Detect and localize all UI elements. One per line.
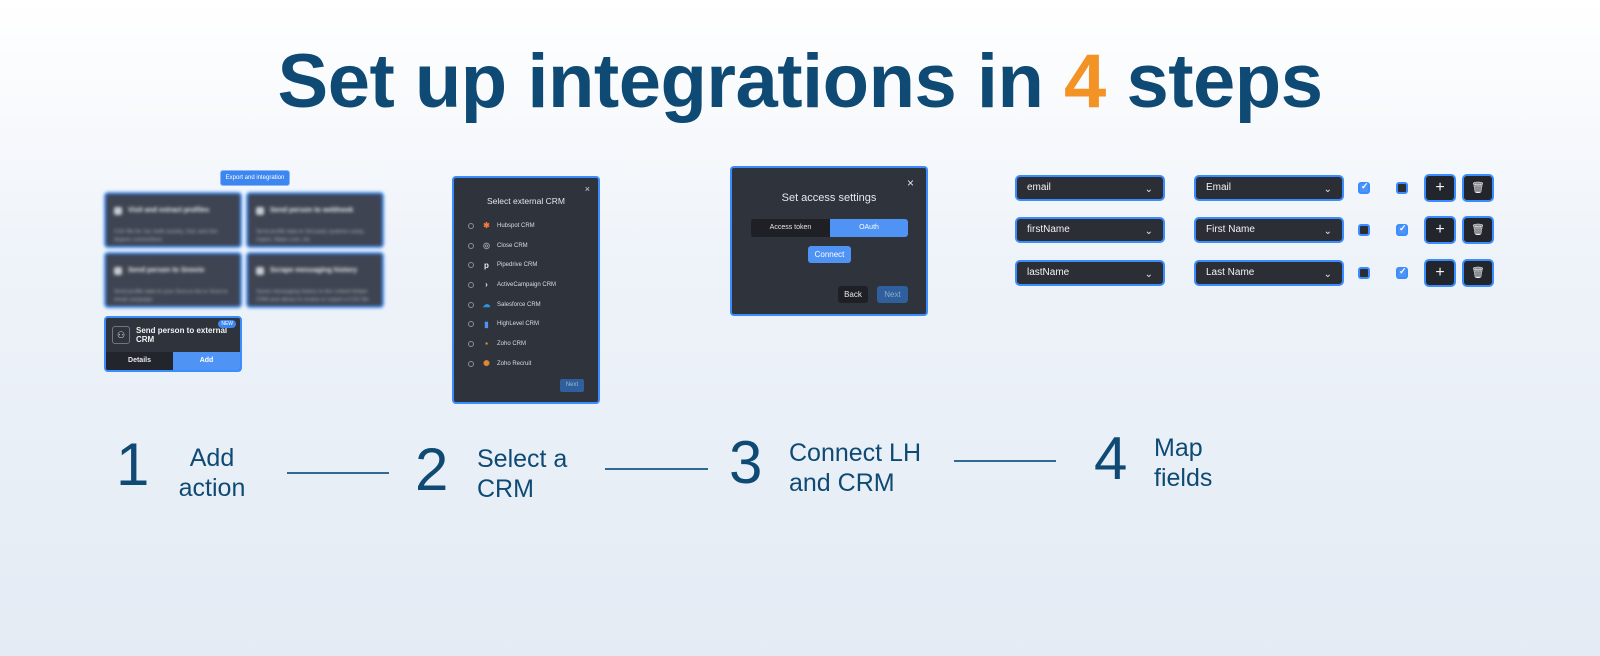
step-number-3: 3 <box>729 429 763 496</box>
zoho-recruit-logo-icon: ✺ <box>483 359 490 369</box>
people-icon: ⚇ <box>112 326 130 344</box>
actions-panel: Export and integration Visit and extract… <box>104 168 390 380</box>
target-field-select[interactable]: Last Name⌄ <box>1194 260 1344 286</box>
chevron-down-icon: ⌄ <box>1144 269 1153 280</box>
dialog-title: Select external CRM <box>487 196 565 206</box>
step-count-highlight: 4 <box>1064 39 1106 124</box>
source-field-select[interactable]: firstName⌄ <box>1015 217 1165 243</box>
action-card-webhook[interactable]: Send person to webhook Send profile data… <box>246 192 384 248</box>
crm-option-hubspot[interactable]: ✱Hubspot CRM <box>468 216 556 236</box>
checkbox-2[interactable] <box>1396 182 1408 194</box>
connect-button[interactable]: Connect <box>808 246 851 263</box>
source-field-select[interactable]: lastName⌄ <box>1015 260 1165 286</box>
checkbox-1[interactable] <box>1358 181 1370 194</box>
radio-button[interactable] <box>468 262 474 269</box>
source-field-select[interactable]: email⌄ <box>1015 175 1165 201</box>
webhook-icon <box>256 206 264 215</box>
person-icon <box>114 266 122 275</box>
mapping-row: email⌄ Email⌄ + 🗑 <box>1015 174 1495 202</box>
step-connector <box>605 468 708 470</box>
step-connector <box>954 460 1056 462</box>
hubspot-logo-icon: ✱ <box>483 221 490 231</box>
step-connector <box>287 472 389 474</box>
delete-row-button[interactable]: 🗑 <box>1462 259 1494 287</box>
step-number-4: 4 <box>1094 425 1128 492</box>
step-number-1: 1 <box>116 431 150 498</box>
radio-button[interactable] <box>468 242 474 249</box>
mapping-row: lastName⌄ Last Name⌄ + 🗑 <box>1015 259 1495 287</box>
access-settings-dialog: × Set access settings Access token OAuth… <box>730 166 928 316</box>
close-crm-logo-icon: ◎ <box>483 241 490 251</box>
select-crm-dialog: × Select external CRM ✱Hubspot CRM ◎Clos… <box>452 176 600 404</box>
chevron-down-icon: ⌄ <box>1323 226 1332 237</box>
activecampaign-logo-icon: › <box>485 280 488 290</box>
add-row-button[interactable]: + <box>1424 174 1456 202</box>
auth-method-toggle: Access token OAuth <box>751 219 908 237</box>
action-card-scrape-messages[interactable]: Scrape messaging history Saves messaging… <box>246 252 384 308</box>
chevron-down-icon: ⌄ <box>1144 226 1153 237</box>
checkbox-2[interactable] <box>1396 266 1408 279</box>
target-field-select[interactable]: Email⌄ <box>1194 175 1344 201</box>
radio-button[interactable] <box>468 340 474 347</box>
crm-option-activecampaign[interactable]: ›ActiveCampaign CRM <box>468 275 556 295</box>
radio-button[interactable] <box>468 321 474 328</box>
radio-button[interactable] <box>468 360 474 367</box>
tab-access-token[interactable]: Access token <box>769 224 812 231</box>
back-button[interactable]: Back <box>838 286 868 303</box>
dialog-title: Set access settings <box>781 192 877 204</box>
delete-row-button[interactable]: 🗑 <box>1462 174 1494 202</box>
zoho-logo-icon: ▪ <box>485 339 488 349</box>
close-icon[interactable]: × <box>906 176 914 190</box>
add-row-button[interactable]: + <box>1424 259 1456 287</box>
page-title: Set up integrations in 4 steps <box>277 39 1323 124</box>
radio-button[interactable] <box>468 222 474 229</box>
crm-option-highlevel[interactable]: ▮HighLevel CRM <box>468 314 556 334</box>
mapping-row: firstName⌄ First Name⌄ + 🗑 <box>1015 216 1495 244</box>
next-button[interactable]: Next <box>560 379 584 392</box>
highlevel-logo-icon: ▮ <box>484 319 489 329</box>
export-integration-button[interactable]: Export and integration <box>220 170 290 186</box>
checkbox-1[interactable] <box>1358 224 1370 236</box>
crm-option-zoho-recruit[interactable]: ✺Zoho Recruit <box>468 354 556 374</box>
action-card-external-crm[interactable]: ⚇ Send person to external CRM NEW Detail… <box>104 316 242 372</box>
details-button[interactable]: Details <box>106 352 173 370</box>
step-number-2: 2 <box>415 436 449 503</box>
close-icon[interactable]: × <box>584 184 590 194</box>
add-button[interactable]: Add <box>173 352 240 370</box>
tab-oauth[interactable]: OAuth <box>830 219 908 237</box>
message-icon <box>256 266 264 275</box>
next-button[interactable]: Next <box>877 286 908 303</box>
salesforce-logo-icon: ☁ <box>482 300 491 310</box>
person-icon <box>114 206 122 215</box>
crm-option-salesforce[interactable]: ☁Salesforce CRM <box>468 295 556 315</box>
new-badge: NEW <box>218 320 236 328</box>
add-row-button[interactable]: + <box>1424 216 1456 244</box>
checkbox-2[interactable] <box>1396 223 1408 236</box>
action-card-snovio[interactable]: Send person to Snovio Send profile data … <box>104 252 242 308</box>
pipedrive-logo-icon: p <box>484 260 489 270</box>
crm-option-zoho[interactable]: ▪Zoho CRM <box>468 334 556 354</box>
checkbox-1[interactable] <box>1358 267 1370 279</box>
chevron-down-icon: ⌄ <box>1144 184 1153 195</box>
target-field-select[interactable]: First Name⌄ <box>1194 217 1344 243</box>
chevron-down-icon: ⌄ <box>1323 184 1332 195</box>
radio-button[interactable] <box>468 301 474 308</box>
crm-option-close[interactable]: ◎Close CRM <box>468 236 556 256</box>
delete-row-button[interactable]: 🗑 <box>1462 216 1494 244</box>
radio-button[interactable] <box>468 281 474 288</box>
action-card-visit-extract[interactable]: Visit and extract profiles CSV file for … <box>104 192 242 248</box>
chevron-down-icon: ⌄ <box>1323 269 1332 280</box>
